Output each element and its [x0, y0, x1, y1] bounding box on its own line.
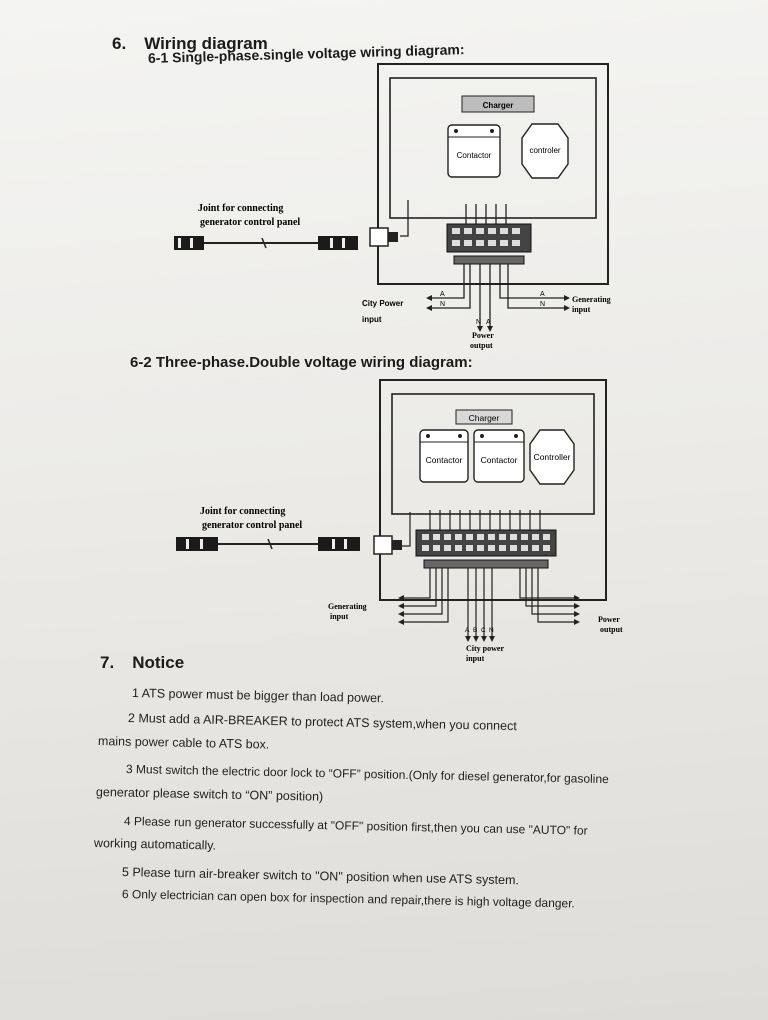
section-6-heading: 6. Wiring diagram: [112, 34, 268, 54]
contactor-label: Contactor: [481, 455, 518, 465]
contactor-dot: [480, 434, 484, 438]
notice-item: working automatically.: [93, 836, 217, 853]
joint-label-line2: generator control panel: [202, 520, 302, 531]
section-6-title: Wiring diagram: [144, 34, 268, 53]
charger-label: Charger: [483, 101, 514, 110]
ats-box-outline: [377, 63, 609, 285]
generating-label-line1: Generating: [572, 295, 611, 304]
contactor-box: [447, 124, 501, 178]
contactor-dot: [514, 434, 518, 438]
joint-label-line1: Joint for connecting: [200, 506, 285, 517]
contactor-dot: [454, 129, 458, 133]
wire-a-label: A: [540, 291, 545, 298]
contactor-dot: [426, 434, 430, 438]
charger-box: [455, 409, 513, 425]
controller-box: [521, 123, 569, 179]
city-power-label-line2: input: [362, 315, 382, 324]
controller-box: [529, 429, 575, 485]
phase-n-label: N: [489, 627, 494, 634]
wire-a-label: A: [486, 319, 491, 326]
single-phase-wiring-diagram: Charger Contactor controler A N A N N: [174, 63, 611, 350]
terminal-screws: [422, 534, 550, 551]
contactor-dot: [458, 434, 462, 438]
ats-panel: [391, 393, 595, 515]
controller-label: controler: [529, 146, 560, 155]
contactor-label: Contactor: [426, 455, 463, 465]
connector-icon: [369, 227, 398, 247]
arrow-icon: [426, 305, 432, 311]
power-output-label-line2: output: [470, 341, 493, 350]
arrow-icon: [426, 295, 432, 301]
arrow-icon: [564, 305, 570, 311]
three-phase-wiring-diagram: Charger Contactor Contactor Controller: [176, 379, 623, 663]
generating-label-line2: input: [330, 612, 349, 621]
ats-panel: [389, 77, 597, 219]
city-power-label-line1: City Power: [362, 299, 403, 308]
wire-a-label: A: [440, 291, 445, 298]
section-7-number: 7.: [100, 653, 115, 672]
notice-item: 6 Only electrician can open box for insp…: [121, 887, 576, 911]
terminal-block: [415, 529, 557, 557]
wire-n-label: N: [476, 319, 481, 326]
contactor-label: Contactor: [457, 151, 492, 160]
power-output-label-line1: Power: [472, 331, 494, 340]
terminal-rail: [423, 559, 549, 569]
joint-label-line2: generator control panel: [200, 217, 300, 228]
notice-item: 5 Please turn air-breaker switch to "ON"…: [121, 865, 520, 888]
arrow-icon: [487, 326, 493, 332]
notice-item: generator please switch to “ON” position…: [95, 785, 324, 804]
connector-icon: [373, 535, 402, 555]
generating-label-line1: Generating: [328, 602, 367, 611]
city-power-label-line2: input: [466, 654, 485, 663]
wire-n-label: N: [540, 301, 545, 308]
arrow-icon: [564, 295, 570, 301]
wires: [400, 510, 578, 640]
notice-item: 1 ATS power must be bigger than load pow…: [131, 686, 385, 706]
arrow-icons: [398, 595, 580, 642]
controller-label: Controller: [534, 452, 571, 462]
phase-c-label: C: [481, 627, 486, 634]
terminal-rail: [453, 255, 525, 265]
wires: [400, 200, 568, 330]
subsection-6-2-title: 6-2 Three-phase.Double voltage wiring di…: [130, 354, 473, 371]
phase-a-label: A: [465, 627, 470, 634]
terminal-screws: [452, 228, 520, 246]
arrow-icon: [477, 326, 483, 332]
notice-item: 4 Please run generator successfully at "…: [123, 814, 588, 838]
contactor-box: [419, 429, 469, 483]
contactor-box: [473, 429, 525, 483]
phase-b-label: B: [473, 627, 477, 634]
notice-item: mains power cable to ATS box.: [97, 734, 270, 752]
charger-label: Charger: [469, 413, 500, 423]
wire-n-label: N: [440, 301, 445, 308]
section-7-heading: 7. Notice: [100, 653, 184, 673]
power-output-label-line2: output: [600, 625, 623, 634]
city-power-label-line1: City power: [466, 644, 504, 653]
generator-cable: [174, 236, 358, 250]
notice-item: 2 Must add a AIR-BREAKER to protect ATS …: [127, 711, 517, 734]
contactor-dot: [490, 129, 494, 133]
joint-label-line1: Joint for connecting: [198, 203, 283, 214]
section-7-title: Notice: [132, 653, 185, 672]
charger-box: [461, 95, 535, 113]
generator-cable: [176, 537, 360, 551]
power-output-label-line1: Power: [598, 615, 620, 624]
ats-box-outline: [379, 379, 607, 601]
generating-label-line2: input: [572, 305, 591, 314]
section-6-number: 6.: [112, 34, 127, 53]
notice-item: 3 Must switch the electric door lock to …: [125, 762, 609, 787]
